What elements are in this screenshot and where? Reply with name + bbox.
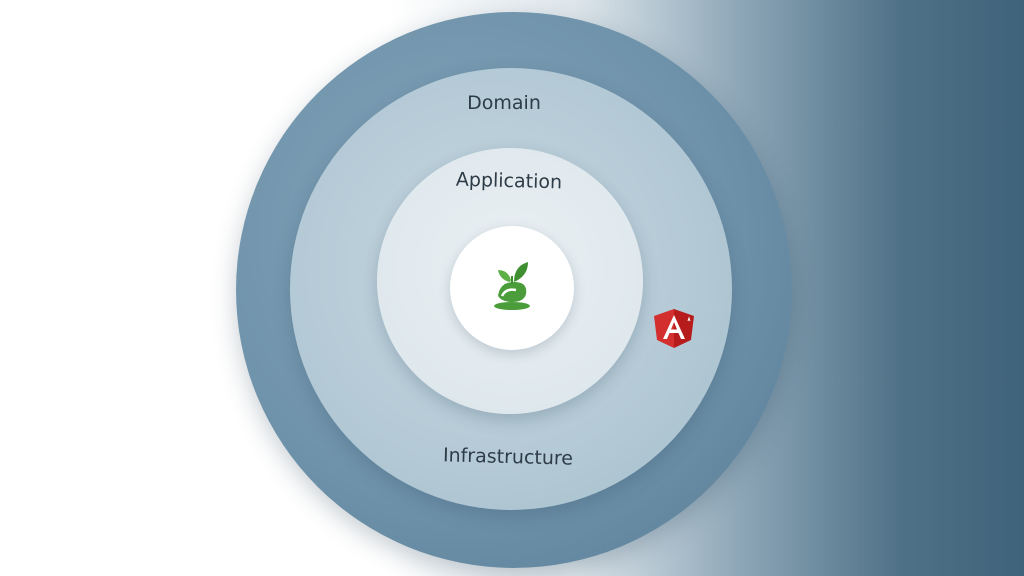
infrastructure-label: Infrastructure (442, 444, 574, 470)
angular-mark (687, 316, 691, 322)
angular-letter (663, 315, 685, 339)
angular-shield-left (654, 309, 674, 348)
leaf-logo-icon (494, 262, 530, 310)
leaf-logo-base (494, 302, 530, 310)
domain-label: Domain (467, 92, 541, 114)
leaf-logo-leaf-right (514, 262, 528, 282)
leaf-logo-pot (498, 282, 527, 302)
leaf-logo-swirl (500, 288, 517, 297)
angular-shield-icon (654, 309, 694, 348)
leaf-logo-leaf-left (498, 270, 511, 282)
application-label: Application (455, 168, 563, 194)
